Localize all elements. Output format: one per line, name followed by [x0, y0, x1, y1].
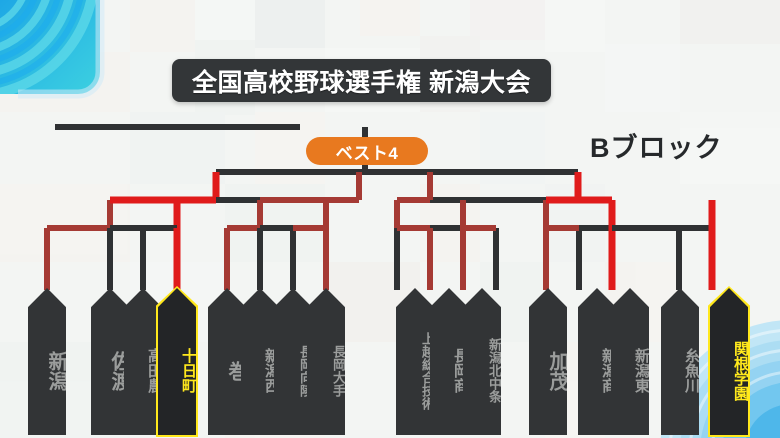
- best4-badge: ベスト4: [306, 137, 428, 165]
- team-name-16: 関根学園: [732, 340, 748, 401]
- team-name-11: 新潟北中条: [487, 338, 501, 403]
- team-tag-12[interactable]: 加茂: [529, 288, 567, 435]
- team-tag-15[interactable]: 糸魚川: [661, 288, 699, 435]
- team-name-12: 加茂: [546, 350, 567, 391]
- deco-topleft-arcs: [0, 0, 105, 99]
- team-name-2: 佐渡: [108, 350, 129, 391]
- team-tag-1[interactable]: 新潟: [28, 288, 66, 435]
- page-title-text: 全国高校野球選手権 新潟大会: [192, 68, 531, 97]
- team-name-5: 巻: [225, 360, 246, 381]
- team-tag-8[interactable]: 長岡大手: [307, 288, 345, 435]
- team-tag-16[interactable]: 関根学園: [708, 286, 750, 437]
- team-name-15: 糸魚川: [683, 348, 699, 393]
- team-name-9: 上越総合技術: [420, 331, 434, 410]
- team-name-14: 新潟東: [633, 348, 649, 393]
- team-tag-2[interactable]: 佐渡: [91, 288, 129, 435]
- team-tag-11[interactable]: 新潟北中条: [463, 288, 501, 435]
- best4-badge-text: ベスト4: [335, 143, 399, 163]
- block-label: Bブロック: [590, 133, 723, 163]
- team-tag-14[interactable]: 新潟東: [611, 288, 649, 435]
- team-tag-3[interactable]: 高田農: [124, 288, 162, 435]
- team-name-8: 長岡大手: [331, 344, 345, 397]
- team-name-4: 十日町: [180, 348, 196, 393]
- team-tag-9[interactable]: 上越総合技術: [396, 288, 434, 435]
- page-title: 全国高校野球選手権 新潟大会: [172, 59, 551, 102]
- team-tag-5[interactable]: 巻: [208, 288, 246, 435]
- team-name-1: 新潟: [45, 350, 66, 391]
- team-tag-6[interactable]: 新潟西: [241, 288, 279, 435]
- team-tag-4[interactable]: 十日町: [156, 286, 198, 437]
